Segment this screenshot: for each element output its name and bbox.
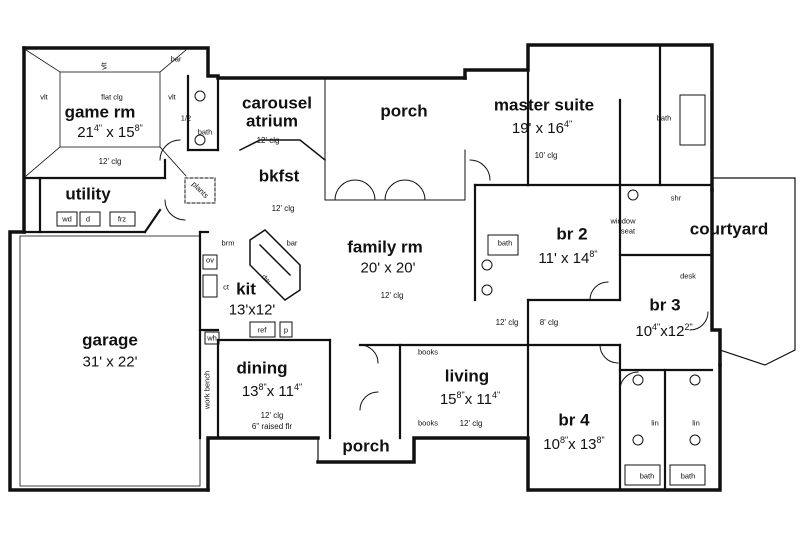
family-room-label: family rm xyxy=(347,237,423,257)
water-heater-label: wh xyxy=(207,333,217,343)
family-room-dimensions: 20' x 20' xyxy=(360,259,416,277)
dining-note: 6" raised flr xyxy=(251,422,293,431)
books-bottom-label: books xyxy=(417,418,439,428)
linen-left-label: lin xyxy=(651,418,659,428)
carousel-atrium-label-2: atrium xyxy=(246,111,298,131)
flat-clg-label: flat clg xyxy=(101,92,123,102)
master-suite-label: master suite xyxy=(493,95,595,115)
living-ceiling: 12' clg xyxy=(459,419,483,428)
kitchen-dimensions: 13'x12' xyxy=(228,301,276,319)
plants-box xyxy=(184,177,216,204)
books-top-label: books xyxy=(417,347,439,357)
br2-label: br 2 xyxy=(556,224,588,244)
vlt-right-label: vlt xyxy=(168,92,176,102)
br4-label: br 4 xyxy=(558,410,590,430)
kitchen-appliances xyxy=(202,254,293,345)
family-room-ceiling: 12' clg xyxy=(380,291,404,300)
work-bench-label: work bench xyxy=(202,370,212,410)
bath-left-label: bath xyxy=(639,471,655,481)
game-room-label: game rm xyxy=(64,102,136,122)
washer-label: wd xyxy=(62,214,72,224)
br4-dimensions: 108"x 138" xyxy=(543,435,605,453)
kitchen-island xyxy=(249,229,301,301)
utility-appliances xyxy=(56,211,136,227)
living-label: living xyxy=(444,366,490,386)
interior-walls xyxy=(22,43,714,492)
master-suite-ceiling: 10' clg xyxy=(534,151,558,160)
dining-ceiling: 12' clg xyxy=(260,411,284,420)
refrigerator-label: ref xyxy=(257,325,267,335)
courtyard-label: courtyard xyxy=(689,219,769,239)
garage-dimensions: 31' x 22' xyxy=(82,353,138,371)
bath-fixtures xyxy=(194,90,706,486)
desk-label: desk xyxy=(680,271,696,281)
master-bath-label: bath xyxy=(656,113,672,123)
br2-bath-label: bath xyxy=(497,238,513,248)
clg-12-label: 12' clg xyxy=(495,318,519,327)
dining-dimensions: 138"x 114" xyxy=(241,382,303,400)
pantry-label: p xyxy=(283,325,289,335)
kitchen-label: kit xyxy=(236,279,256,299)
br3-label: br 3 xyxy=(649,295,681,315)
br2-dimensions: 11' x 148" xyxy=(538,249,598,267)
br3-dimensions: 104"x122" xyxy=(635,322,693,340)
freezer-label: frz xyxy=(117,214,127,224)
french-doors xyxy=(334,179,426,201)
courtyard-outline xyxy=(711,177,796,371)
oven-label: ov xyxy=(206,255,214,265)
broom-label: brm xyxy=(221,238,235,248)
vlt-left-label: vlt xyxy=(40,92,48,102)
vault-ceiling-lines xyxy=(25,49,187,177)
game-room-dimensions: 214" x 158" xyxy=(77,123,143,141)
bar-kit-label: bar xyxy=(286,238,298,248)
cooktop-label: ct xyxy=(223,282,229,292)
dining-label: dining xyxy=(236,358,288,378)
clg-8-label: 8' clg xyxy=(539,318,559,327)
bar-top-label: bar xyxy=(170,54,182,64)
window-seat-label-1: window xyxy=(610,216,636,226)
bkfst-label: bkfst xyxy=(258,166,300,186)
shower-label: shr xyxy=(670,193,682,203)
porch-bottom-label: porch xyxy=(342,436,390,456)
carousel-atrium-ceiling: 12' clg xyxy=(256,136,280,145)
half-bath-bath-label: bath xyxy=(197,127,213,137)
bkfst-ceiling: 12' clg xyxy=(271,204,295,213)
carousel-atrium-label-1: carousel xyxy=(242,93,312,113)
half-bath-label: 1/2 xyxy=(180,113,192,123)
garage-label: garage xyxy=(82,330,138,350)
dryer-label: d xyxy=(85,214,91,224)
vlt-top-label: vlt xyxy=(99,62,109,70)
window-seat-label-2: seat xyxy=(620,226,636,236)
porch-top-label: porch xyxy=(380,101,428,121)
master-suite-dimensions: 19' x 164" xyxy=(511,119,573,137)
linen-right-label: lin xyxy=(692,418,700,428)
doors xyxy=(159,139,709,411)
living-dimensions: 158"x 114" xyxy=(439,390,501,408)
game-room-ceiling: 12' clg xyxy=(98,157,122,166)
bath-right-label: bath xyxy=(680,471,696,481)
utility-label: utility xyxy=(65,184,111,204)
